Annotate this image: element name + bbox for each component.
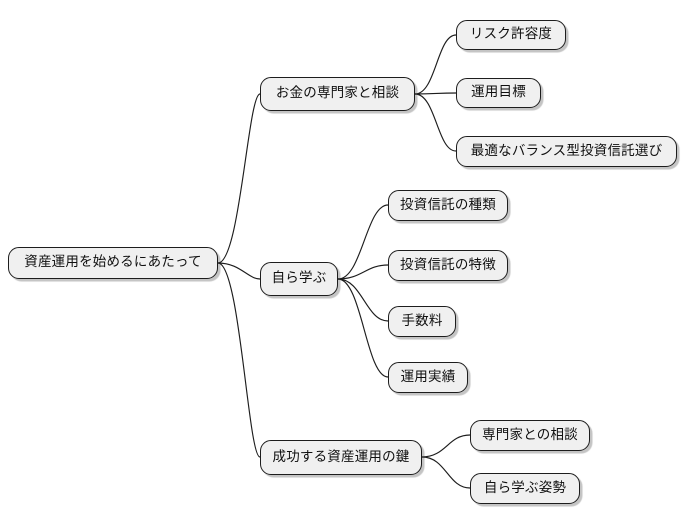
node-label: 成功する資産運用の鍵 bbox=[272, 448, 410, 465]
node-label: 最適なバランス型投資信託選び bbox=[470, 142, 663, 159]
mindmap-edge bbox=[421, 456, 471, 489]
node-label: 専門家との相談 bbox=[482, 426, 578, 443]
mindmap-branch-node-3[interactable]: 成功する資産運用の鍵 bbox=[260, 440, 422, 475]
mindmap-branch-node-1[interactable]: お金の専門家と相談 bbox=[260, 77, 415, 111]
mindmap-leaf-node-3-2[interactable]: 自ら学ぶ姿勢 bbox=[470, 473, 580, 504]
mindmap-edge bbox=[337, 278, 389, 322]
node-label: 手数料 bbox=[401, 312, 443, 329]
mindmap-leaf-node-1-2[interactable]: 運用目標 bbox=[456, 78, 541, 108]
mindmap-leaf-node-2-1[interactable]: 投資信託の種類 bbox=[388, 190, 508, 221]
node-label: 投資信託の特徴 bbox=[400, 256, 496, 273]
node-label: リスク許容度 bbox=[469, 26, 553, 43]
mindmap-leaf-node-1-1[interactable]: リスク許容度 bbox=[456, 20, 566, 50]
mindmap-leaf-node-2-3[interactable]: 手数料 bbox=[388, 306, 456, 337]
node-label: 資産運用を始めるにあたって bbox=[24, 254, 202, 271]
mindmap-edge bbox=[337, 264, 389, 280]
node-label: 自ら学ぶ姿勢 bbox=[483, 479, 567, 496]
node-label: 運用目標 bbox=[471, 84, 526, 101]
mindmap-edge bbox=[217, 262, 261, 280]
mindmap-edge bbox=[337, 204, 389, 280]
mindmap-leaf-node-2-4[interactable]: 運用実績 bbox=[388, 362, 468, 393]
mindmap-leaf-node-1-3[interactable]: 最適なバランス型投資信託選び bbox=[456, 136, 677, 167]
node-label: 運用実績 bbox=[400, 368, 456, 385]
node-label: 自ら学ぶ bbox=[271, 270, 327, 287]
mindmap-leaf-node-2-2[interactable]: 投資信託の特徴 bbox=[388, 250, 508, 281]
mindmap-edge bbox=[421, 434, 471, 458]
mindmap-root-node[interactable]: 資産運用を始めるにあたって bbox=[8, 247, 218, 279]
mindmap-edge bbox=[217, 93, 261, 264]
mindmap-edge bbox=[414, 34, 457, 95]
mindmap-edge bbox=[414, 93, 457, 152]
mindmap-leaf-node-3-1[interactable]: 専門家との相談 bbox=[470, 420, 590, 451]
mindmap-edge bbox=[414, 92, 457, 95]
mindmap-branch-node-2[interactable]: 自ら学ぶ bbox=[260, 262, 338, 296]
mindmap-edge bbox=[217, 262, 261, 458]
mindmap-edge bbox=[337, 278, 389, 378]
node-label: 投資信託の種類 bbox=[400, 196, 496, 213]
node-label: お金の専門家と相談 bbox=[275, 85, 400, 102]
